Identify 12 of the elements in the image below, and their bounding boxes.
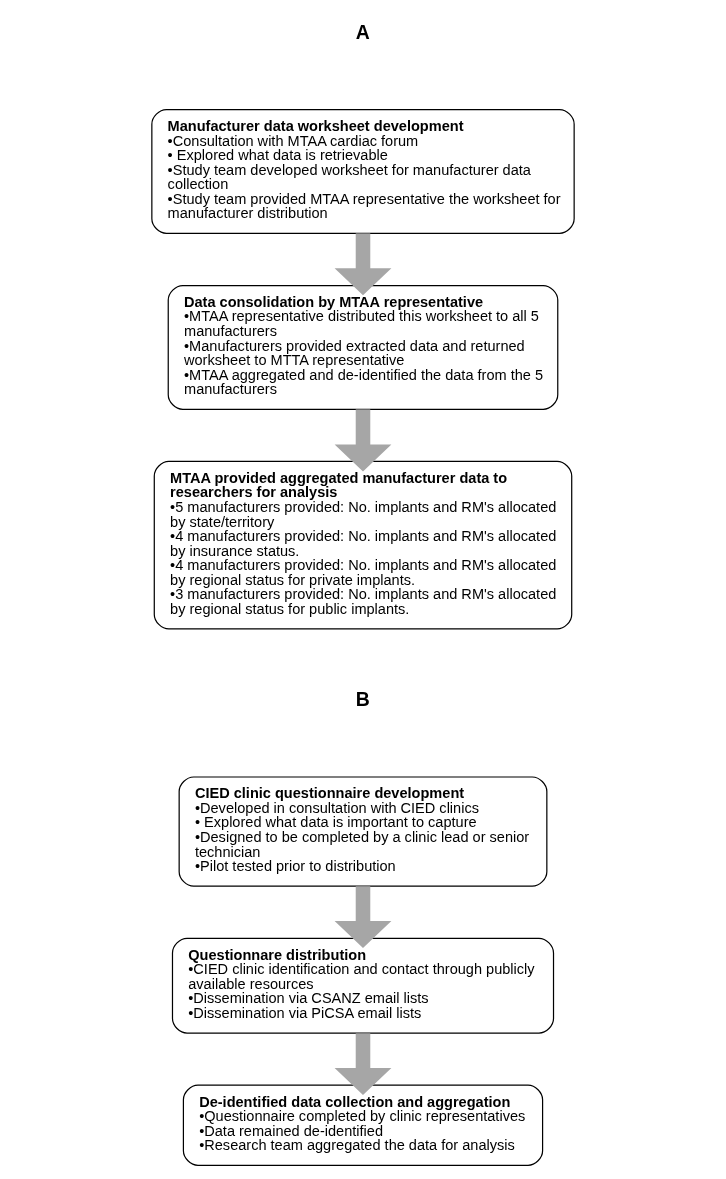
- node-box: Data consolidation by MTAA representative •MTAA representative distributed this worksheet to all 5 manufacturers •Manufacturers provided extracted data and returned worksheet to MTTA representative •MTAA aggregated and de-identified the data from the 5 manufacturers: [167, 284, 559, 410]
- arrow: [334, 233, 392, 296]
- node-box: CIED clinic questionnaire development •Developed in consultation with CIED clinics • Explored what data is important to capture •Designed to be completed by a clinic lead or senior technician •Pilot tested prior to distribution: [178, 776, 548, 887]
- node-box: Questionnare distribution •CIED clinic identification and contact through publicly available resources •Dissemination via CSANZ email lists •Dissemination via PiCSA email lists: [171, 937, 555, 1034]
- arrow: [334, 1033, 392, 1096]
- label: B: [355, 688, 370, 711]
- label: A: [355, 20, 370, 43]
- node-box: MTAA provided aggregated manufacturer data to researchers for analysis •5 manufacturers provided: No. implants and RM's allocated by state/territory •4 manufacturers provided: No. implants and RM's allocated by insurance status. •4 manufacturers provided: No. implants and RM's allocated by regional status for private implants. •3 manufacturers provided: No. implants and RM's allocated by regional status for public implants.: [153, 460, 573, 630]
- arrow: [334, 886, 392, 949]
- arrow: [334, 409, 392, 472]
- node-box: Manufacturer data worksheet development •Consultation with MTAA cardiac forum • Explored what data is retrievable •Study team developed worksheet for manufacturer data collection •Study team provided MTAA representative the worksheet for manufacturer distribution: [151, 108, 575, 234]
- node-box: De-identified data collection and aggregation •Questionnaire completed by clinic representatives •Data remained de-identified •Research team aggregated the data for analysis: [182, 1084, 544, 1166]
